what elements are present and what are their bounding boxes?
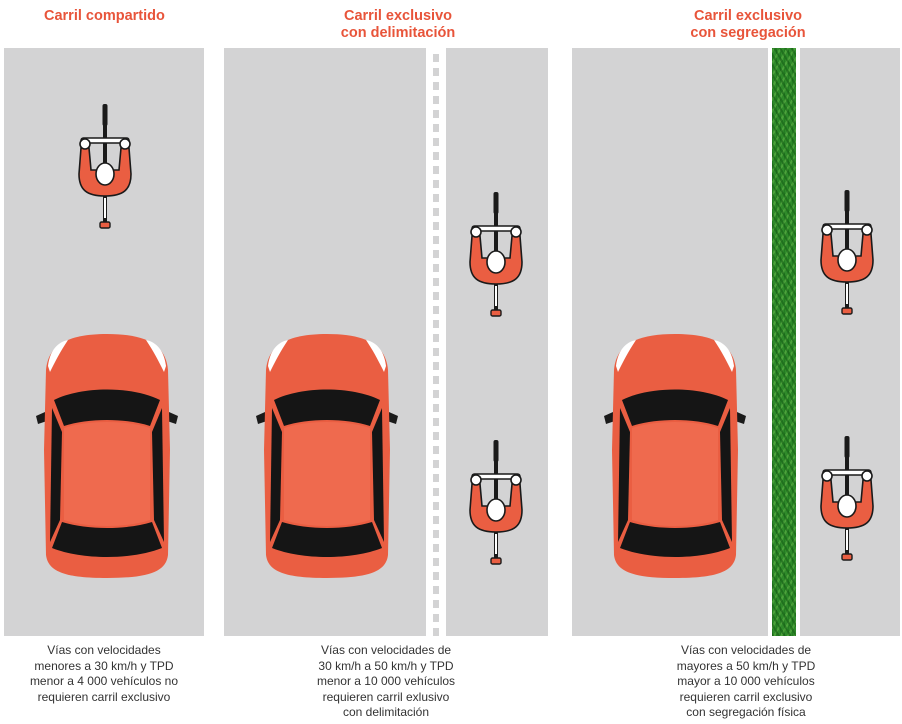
car-top-view-icon [600, 330, 750, 580]
lane-delimitation-line [426, 48, 446, 636]
caption-line: con segregación física [646, 705, 846, 721]
car-top-view-icon [252, 330, 402, 580]
caption-line: mayor a 10 000 vehículos [646, 674, 846, 690]
caption-line: menor a 4 000 vehículos no [4, 674, 204, 690]
caption-line: requieren carril exlusivo [286, 690, 486, 706]
panel-1-title-line: Carril compartido [44, 8, 165, 25]
caption-line: 30 km/h a 50 km/h y TPD [286, 659, 486, 675]
cyclist-top-view-icon [75, 104, 135, 234]
cyclist-top-view-icon [466, 192, 526, 322]
panel-3-title: Carril exclusivo con segregación [668, 8, 828, 42]
caption-line: con delimitación [286, 705, 486, 721]
caption-line: Vías con velocidades de [646, 643, 846, 659]
panel-2-title-line: con delimitación [318, 25, 478, 42]
panel-2-caption: Vías con velocidades de 30 km/h a 50 km/… [286, 643, 486, 721]
cyclist-top-view-icon [466, 440, 526, 570]
caption-line: Vías con velocidades [4, 643, 204, 659]
grass-segregation-strip [772, 48, 796, 636]
panel-1-title: Carril compartido [44, 8, 165, 25]
caption-line: menores a 30 km/h y TPD [4, 659, 204, 675]
car-top-view-icon [32, 330, 182, 580]
panel-1-caption: Vías con velocidades menores a 30 km/h y… [4, 643, 204, 705]
caption-line: Vías con velocidades de [286, 643, 486, 659]
caption-line: requieren carril exclusivo [4, 690, 204, 706]
caption-line: requieren carril exclusivo [646, 690, 846, 706]
panel-3-title-line: con segregación [668, 25, 828, 42]
panel-3-title-line: Carril exclusivo [668, 8, 828, 25]
panel-2-title: Carril exclusivo con delimitación [318, 8, 478, 42]
panel-2-title-line: Carril exclusivo [318, 8, 478, 25]
cyclist-top-view-icon [817, 436, 877, 566]
panel-3-caption: Vías con velocidades de mayores a 50 km/… [646, 643, 846, 721]
caption-line: menor a 10 000 vehículos [286, 674, 486, 690]
caption-line: mayores a 50 km/h y TPD [646, 659, 846, 675]
cyclist-top-view-icon [817, 190, 877, 320]
